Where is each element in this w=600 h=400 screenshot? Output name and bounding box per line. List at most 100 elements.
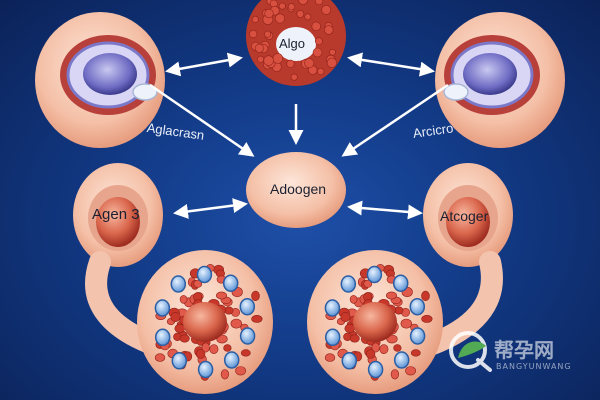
red-cell-dot xyxy=(329,48,336,56)
red-cell-dot xyxy=(251,15,259,23)
arrow-top-center-to-top-right xyxy=(347,52,435,77)
label-right-mid: Atcoger xyxy=(440,208,489,224)
arrow-center-to-right-mid xyxy=(347,200,423,220)
blue-vesicle xyxy=(367,360,384,379)
red-cell-dot xyxy=(272,53,284,64)
red-cell-dot xyxy=(287,3,296,11)
red-cell-dot xyxy=(298,0,309,5)
blue-vesicle xyxy=(154,299,171,317)
red-cell-dot xyxy=(170,311,181,322)
top-left-cell xyxy=(35,12,165,148)
red-cell-dot xyxy=(296,9,305,18)
red-cell-dot xyxy=(201,342,210,353)
red-cell-dot xyxy=(349,334,360,343)
red-cell-dot xyxy=(340,311,351,322)
red-cell-dot xyxy=(344,323,356,333)
arrow-left-mid-to-center xyxy=(173,198,248,219)
red-cell-dot xyxy=(195,349,206,359)
red-cell-dot xyxy=(264,8,274,19)
blue-vesicle xyxy=(223,351,240,369)
blue-vesicle xyxy=(154,328,171,347)
bottom-left-cell xyxy=(137,250,273,394)
label-center: Adoogen xyxy=(270,181,327,197)
red-cell-dot xyxy=(235,366,246,376)
red-cell-dot xyxy=(421,290,430,302)
red-cell-dot xyxy=(179,295,188,304)
red-cell-dot xyxy=(263,55,274,66)
blue-vesicle xyxy=(392,274,409,292)
label-left-mid: Agen 3 xyxy=(92,206,140,223)
blue-vesicle xyxy=(324,328,341,347)
red-cell-dot xyxy=(324,353,336,362)
label-top-center: Algo xyxy=(279,36,306,51)
red-cell-dot xyxy=(264,30,272,38)
red-cell-dot xyxy=(278,2,286,10)
red-cell-dot xyxy=(390,369,400,380)
red-cell-dot xyxy=(304,58,315,69)
red-cell-dot xyxy=(311,21,321,31)
red-cell-dot xyxy=(251,314,263,323)
red-cell-dot xyxy=(154,353,166,362)
red-cell-dot xyxy=(240,349,251,357)
arrow-top-right-to-center xyxy=(341,83,449,157)
red-cell-dot xyxy=(365,349,376,359)
top-right-cell xyxy=(435,12,565,148)
red-cell-dot xyxy=(304,13,312,21)
red-cell-dot xyxy=(314,37,323,46)
red-cell-dot xyxy=(410,349,421,357)
red-cell-dot xyxy=(405,366,416,376)
red-cell-dot xyxy=(179,334,190,343)
blue-vesicle xyxy=(196,265,213,284)
red-cell-dot xyxy=(223,344,232,352)
red-cell-dot xyxy=(220,369,229,380)
red-cell-dot xyxy=(257,55,265,63)
red-cell-dot xyxy=(385,291,397,300)
red-cell-dot xyxy=(193,279,203,288)
blue-vesicle xyxy=(171,352,188,370)
watermark-logo-text: 帮孕网 xyxy=(494,338,554,362)
watermark-sub-text: BANGYUNWANG xyxy=(496,362,572,371)
red-cell-dot xyxy=(286,59,295,69)
red-cell-dot xyxy=(371,342,380,353)
arrow-top-left-to-center xyxy=(149,83,255,157)
red-cell-dot xyxy=(290,73,298,81)
blue-vesicle xyxy=(239,327,256,345)
arrows xyxy=(149,52,449,220)
center-bubble xyxy=(246,152,346,228)
blue-vesicle xyxy=(324,299,341,317)
top-center-cell xyxy=(246,0,346,86)
red-cell-dot xyxy=(251,290,260,302)
arrow-top-left-to-top-center xyxy=(165,52,243,77)
red-cell-dot xyxy=(216,291,228,300)
red-cell-dot xyxy=(349,295,358,304)
blue-vesicle xyxy=(222,274,239,292)
leaf-q-logo-icon xyxy=(449,331,492,372)
red-cell-dot xyxy=(317,67,325,76)
blue-vesicle xyxy=(393,351,410,369)
red-cell-dot xyxy=(314,0,324,6)
red-cell-dot xyxy=(209,344,219,354)
red-cell-dot xyxy=(379,344,389,354)
red-cell-dot xyxy=(363,279,373,288)
blue-vesicle xyxy=(366,265,383,284)
red-cell-dot xyxy=(249,29,258,39)
left-mid-cell xyxy=(73,163,163,267)
blue-vesicle xyxy=(341,352,358,370)
blue-vesicle xyxy=(409,297,426,316)
blue-vesicle xyxy=(409,327,426,345)
red-cell-dot xyxy=(254,43,264,53)
red-cell-dot xyxy=(321,4,332,15)
red-cell-dot xyxy=(174,323,186,333)
red-cell-dot xyxy=(274,13,285,24)
blue-vesicle xyxy=(197,360,214,379)
red-cell-dot xyxy=(393,344,402,352)
right-mid-cell xyxy=(423,163,513,267)
red-cell-dot xyxy=(230,318,243,329)
blue-vesicle xyxy=(170,275,187,293)
blue-vesicle xyxy=(340,275,357,293)
red-cell-dot xyxy=(421,314,433,323)
red-cell-dot xyxy=(326,57,338,68)
red-cell-dot xyxy=(312,47,323,58)
